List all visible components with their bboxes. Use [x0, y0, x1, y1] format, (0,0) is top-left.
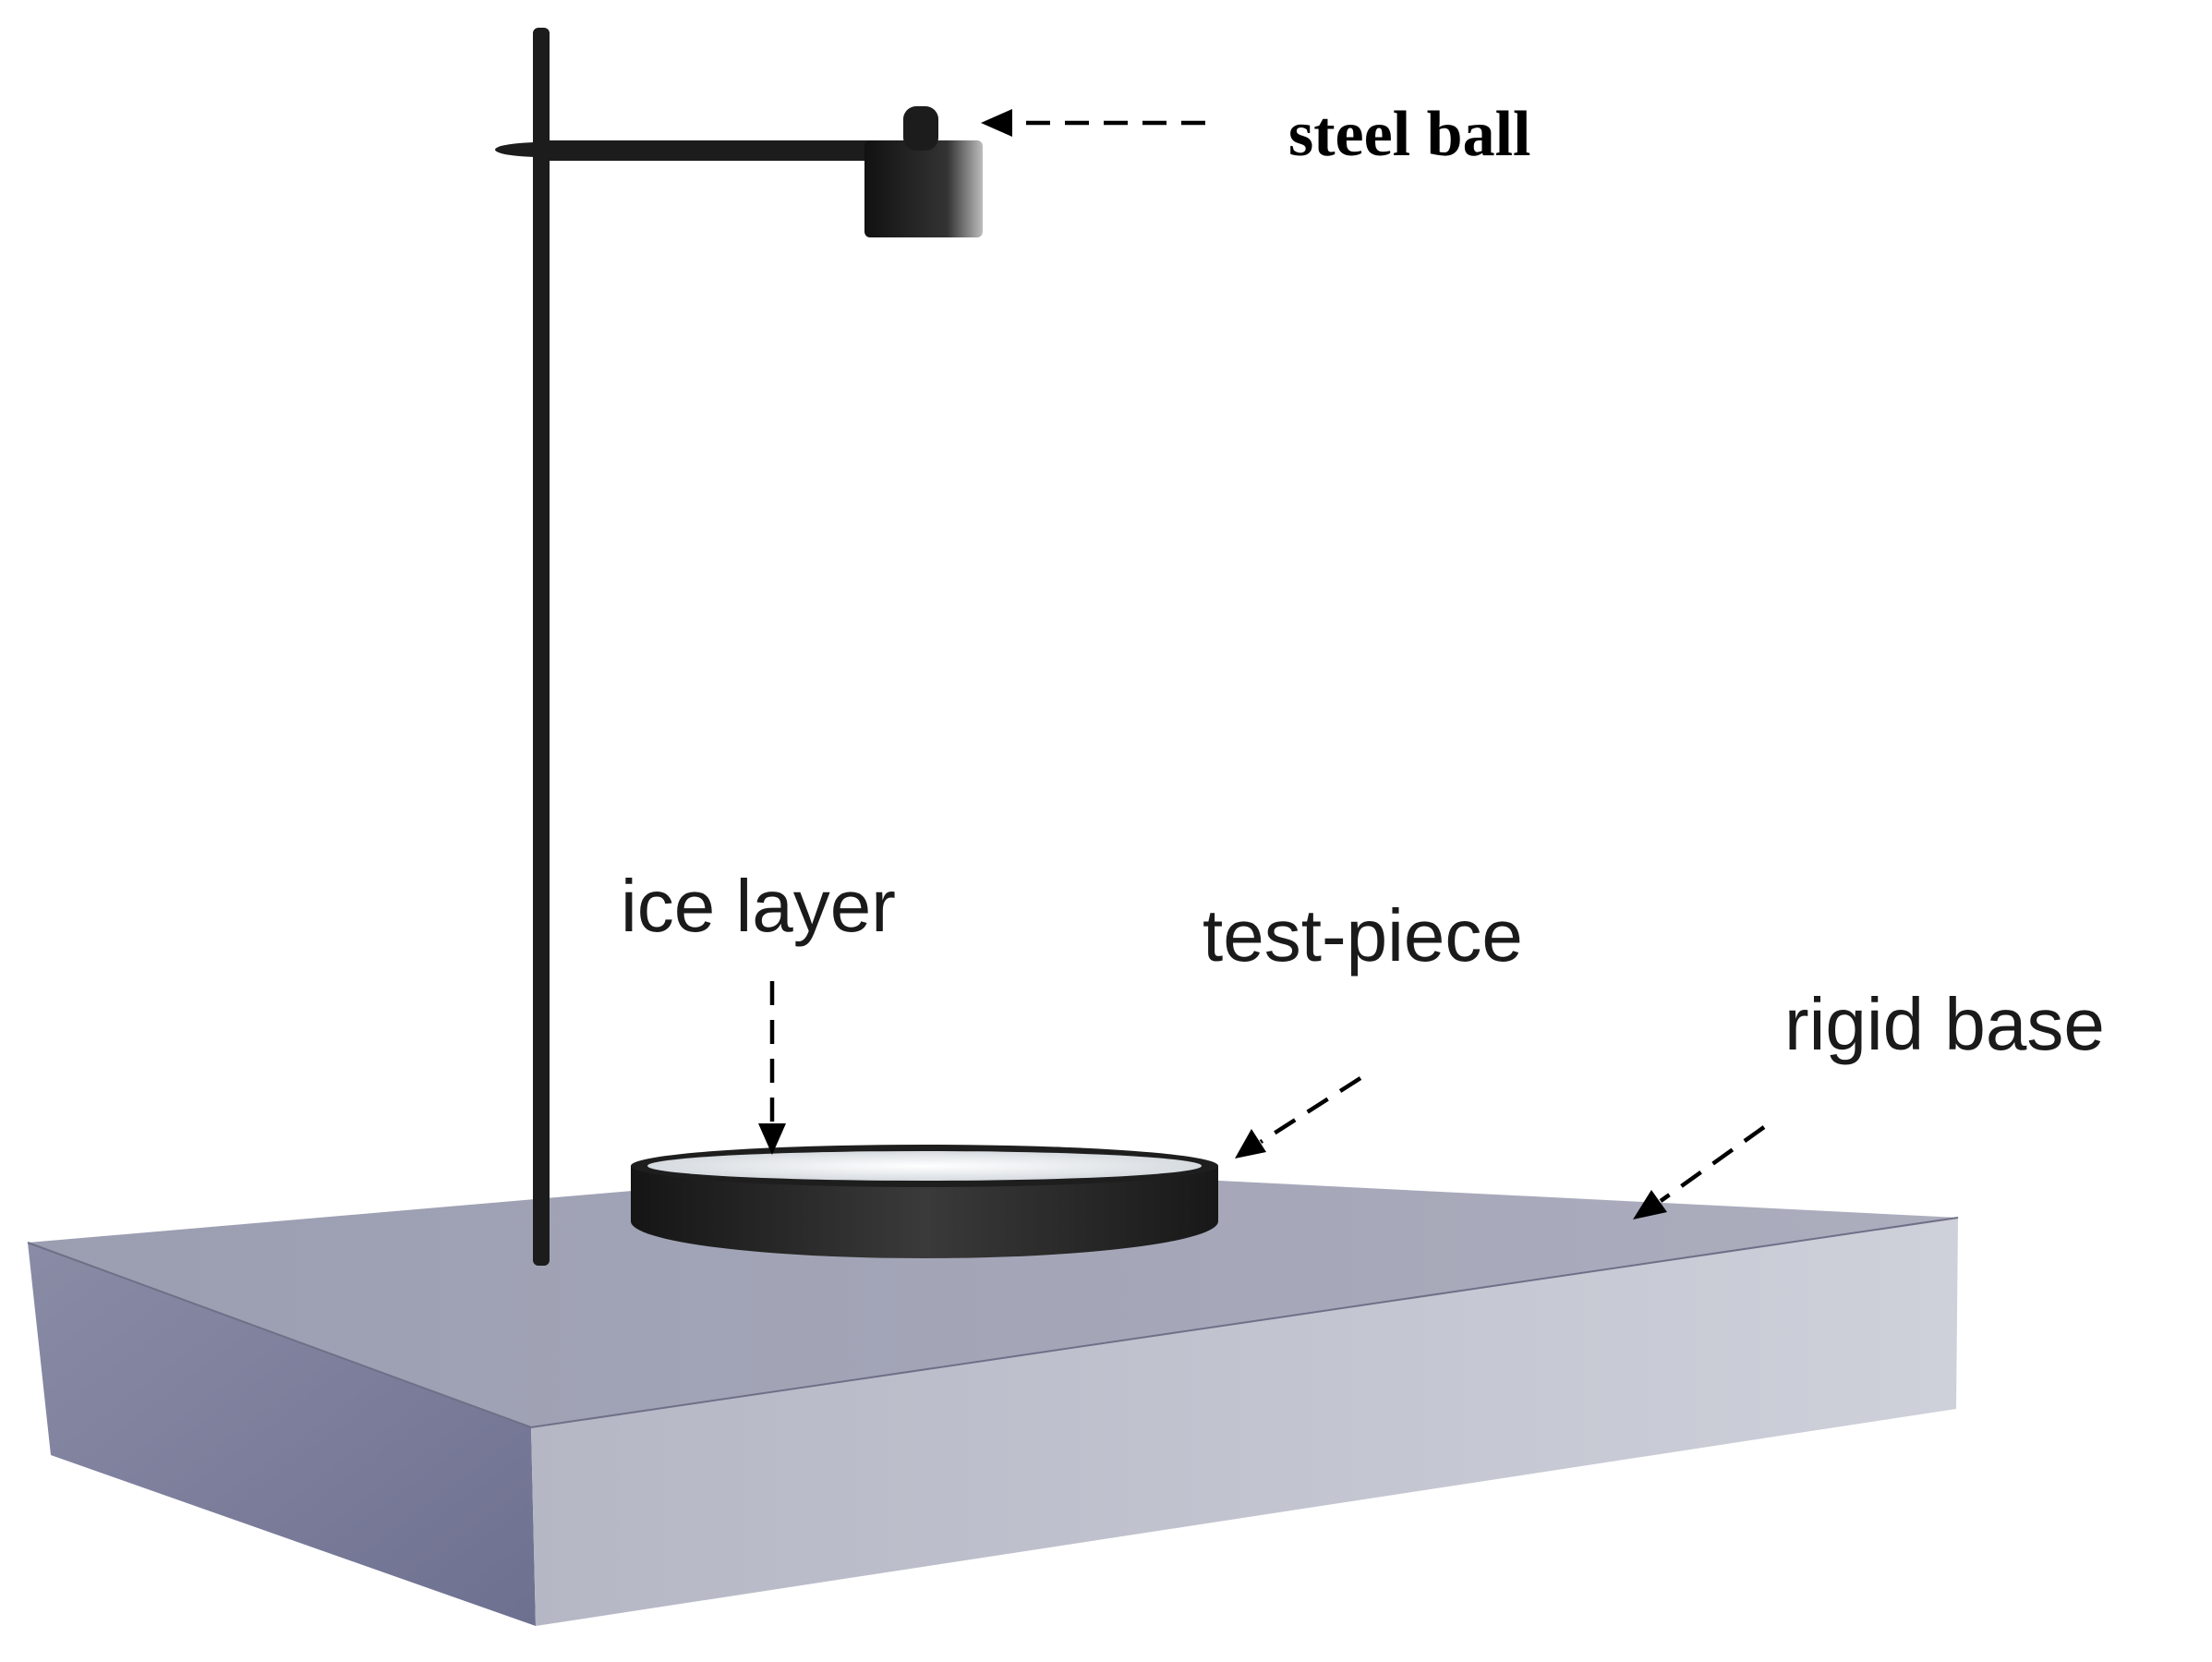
rigid-base-label: rigid base [1784, 983, 2105, 1065]
rigid-base-edge [27, 1217, 1959, 1429]
test-piece-side [631, 1166, 1218, 1258]
leader-arrows [758, 109, 1766, 1219]
rigid-base-left-face [28, 1243, 536, 1626]
rigid-base [27, 1166, 1959, 1626]
test-piece [631, 1145, 1218, 1258]
ice-layer [647, 1151, 1202, 1181]
ice-layer-arrowhead [758, 1123, 786, 1155]
rigid-base-top-face [28, 1166, 1958, 1427]
test-piece-leader [1259, 1076, 1362, 1144]
rigid-base-arrowhead [1633, 1190, 1667, 1219]
rigid-base-leader [1659, 1125, 1766, 1203]
test-piece-arrowhead [1235, 1129, 1266, 1159]
steel-ball-arrowhead [981, 109, 1012, 137]
steel-ball-label: steel ball [1288, 99, 1530, 170]
stand-rod [533, 28, 550, 1266]
stand-arm [541, 140, 910, 161]
ice-layer-label: ice layer [621, 865, 896, 947]
rigid-base-front-face [531, 1218, 1958, 1626]
steel-ball-top [903, 106, 938, 151]
drop-stand [495, 28, 983, 1266]
test-piece-label: test-piece [1203, 894, 1523, 977]
ball-holder [864, 140, 983, 237]
